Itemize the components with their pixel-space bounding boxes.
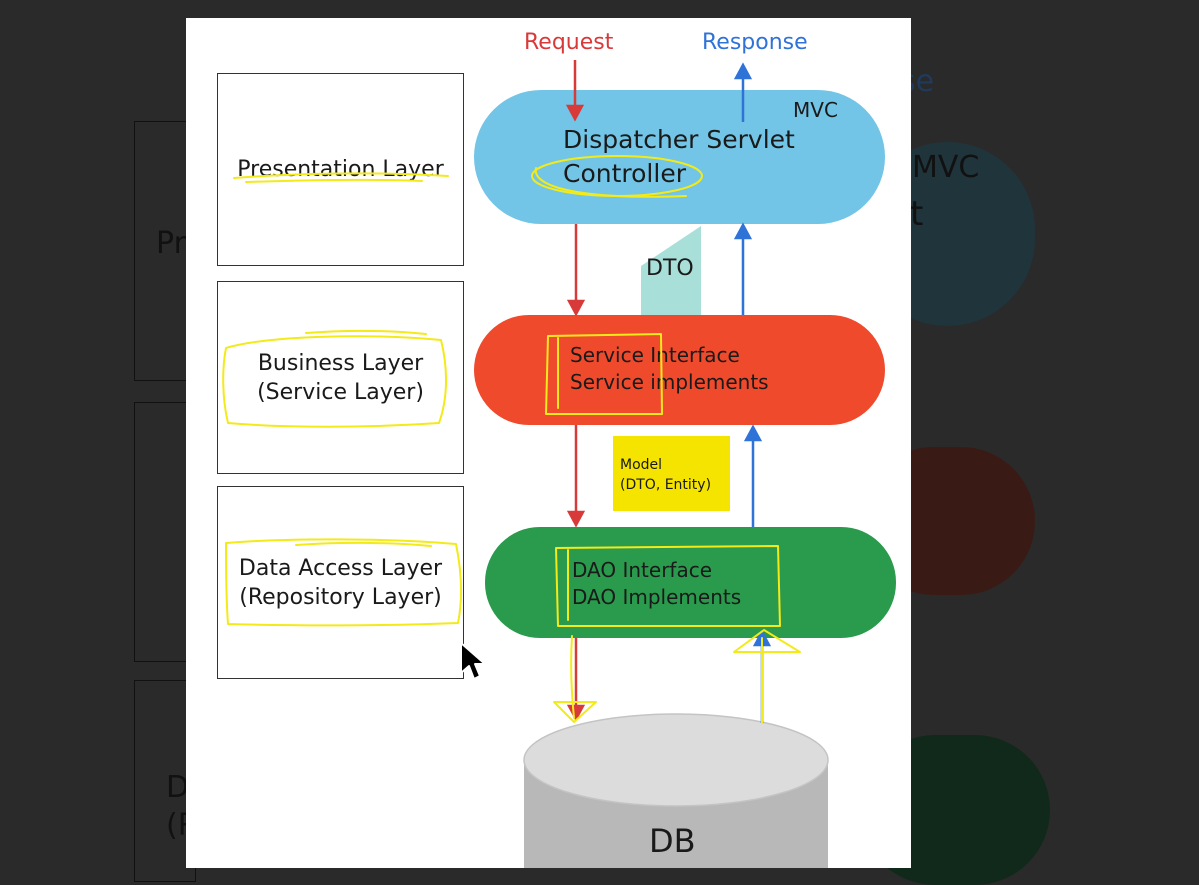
response-arrow-3 — [743, 424, 763, 527]
ghost-text-servlet: t — [910, 194, 924, 234]
model-label: Model (DTO, Entity) — [620, 457, 712, 493]
request-label: Request — [524, 30, 614, 55]
response-arrow-2 — [733, 222, 753, 315]
db-label: DB — [649, 822, 696, 860]
business-layer-box: Business Layer (Service Layer) — [217, 281, 464, 474]
model-box — [613, 436, 730, 511]
service-node-text: Service Interface Service implements — [570, 343, 769, 394]
business-layer-label: Business Layer (Service Layer) — [257, 350, 424, 405]
data-access-layer-label: Data Access Layer (Repository Layer) — [238, 555, 443, 610]
diagram-modal: Presentation Layer Business Layer (Servi… — [186, 18, 911, 868]
dispatcher-servlet-label: Dispatcher Servlet — [563, 125, 795, 154]
ghost-text-data: D — [166, 770, 190, 805]
data-access-layer-box: Data Access Layer (Repository Layer) — [217, 486, 464, 679]
dao-node-text: DAO Interface DAO Implements — [572, 558, 742, 609]
response-label: Response — [702, 30, 808, 55]
controller-label: Controller — [563, 159, 686, 188]
ghost-text-presentation: Pr — [156, 226, 186, 261]
response-arrow-4 — [752, 629, 772, 723]
presentation-layer-label: Presentation Layer — [237, 157, 444, 182]
dao-node: DAO Interface DAO Implements — [485, 527, 896, 638]
dto-label: DTO — [646, 256, 694, 281]
ghost-text-mvc: MVC — [912, 150, 980, 185]
presentation-layer-box: Presentation Layer — [217, 73, 464, 266]
mouse-cursor-icon — [460, 642, 486, 680]
presentation-node: MVC Dispatcher Servlet Controller — [474, 90, 885, 224]
presentation-node-tag: MVC — [793, 98, 838, 122]
request-arrow-3 — [566, 425, 586, 528]
service-node: Service Interface Service implements — [474, 315, 885, 425]
request-arrow-2 — [566, 224, 586, 317]
request-arrow-4 — [566, 638, 586, 722]
